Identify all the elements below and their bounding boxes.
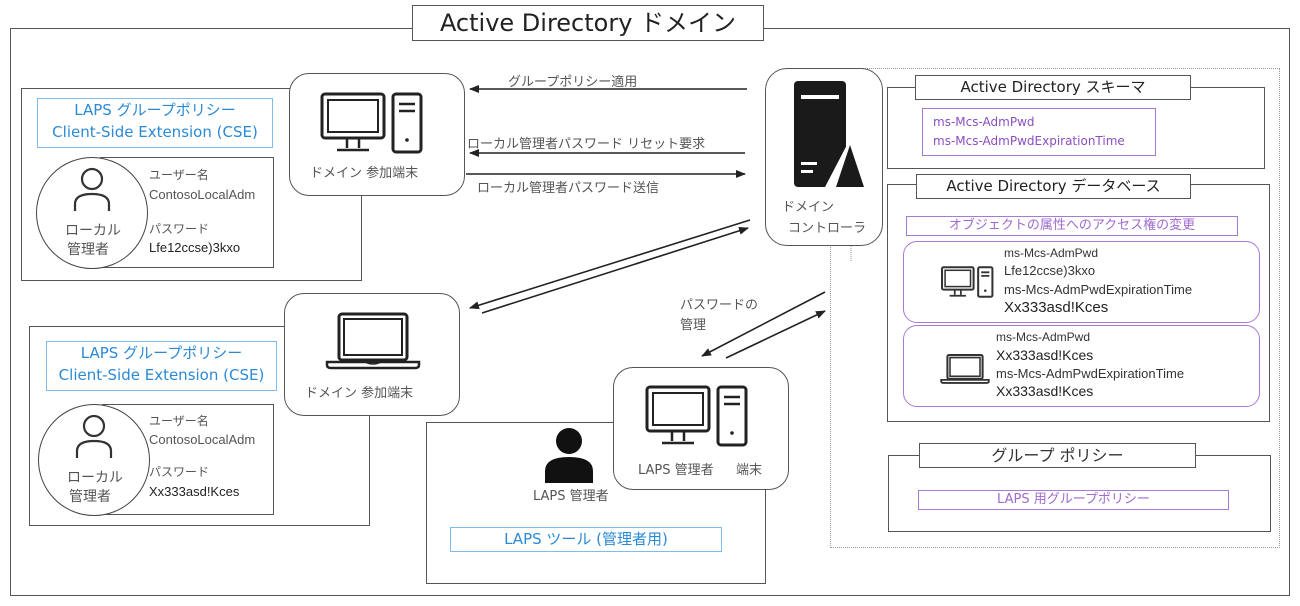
laps-tool-label: LAPS ツール (管理者用) xyxy=(504,530,668,548)
label-password-manage-1: パスワードの xyxy=(680,298,759,313)
database-title: Active Directory データベース xyxy=(916,174,1191,199)
client2-cse-line1: LAPS グループポリシー xyxy=(80,344,243,362)
db-record-laptop: ms-Mcs-AdmPwd Xx333asd!Kces ms-Mcs-AdmPw… xyxy=(903,325,1260,407)
label-password-manage-2: 管理 xyxy=(680,318,707,333)
desktop-pc-icon xyxy=(320,92,423,154)
client1-device: ドメイン 参加端末 xyxy=(289,73,465,196)
client2-cse-line2: Client-Side Extension (CSE) xyxy=(58,366,265,384)
client2-cse-box: LAPS グループポリシー Client-Side Extension (CSE… xyxy=(46,341,277,391)
person-outline-icon xyxy=(75,414,113,458)
client1-local-admin-avatar: ローカル 管理者 xyxy=(36,157,148,269)
db-record2-value1: Xx333asd!Kces xyxy=(996,347,1094,363)
laps-admin-person-label: LAPS 管理者 xyxy=(533,489,609,504)
db-record-desktop: ms-Mcs-AdmPwd Lfe12ccse)3kxo ms-Mcs-AdmP… xyxy=(903,241,1260,323)
db-record1-attr2: ms-Mcs-AdmPwdExpirationTime xyxy=(1004,282,1193,297)
client1-cse-line1: LAPS グループポリシー xyxy=(74,101,236,119)
client2-username-label: ユーザー名 xyxy=(149,414,209,428)
domain-controller: ドメイン コントローラ xyxy=(765,68,883,246)
client1-cse-box: LAPS グループポリシー Client-Side Extension (CSE… xyxy=(37,98,273,148)
client1-password-label: パスワード xyxy=(149,222,210,236)
client1-device-label: ドメイン 参加端末 xyxy=(310,166,419,181)
ad-store-area xyxy=(830,68,1280,548)
client2-role-line2: 管理者 xyxy=(69,489,111,505)
db-record2-attr2: ms-Mcs-AdmPwdExpirationTime xyxy=(996,366,1185,381)
client1-cse-line2: Client-Side Extension (CSE) xyxy=(52,123,258,141)
laps-admin-device-label-2: 端末 xyxy=(736,463,763,478)
db-record2-value2: Xx333asd!Kces xyxy=(996,383,1094,399)
person-outline-icon xyxy=(73,167,111,211)
dc-label-line1: ドメイン xyxy=(782,200,835,215)
page-title: Active Directory ドメイン xyxy=(412,5,764,41)
client2-role-line1: ローカル xyxy=(67,470,123,486)
db-record1-attr1: ms-Mcs-AdmPwd xyxy=(1004,246,1099,260)
client1-role-line2: 管理者 xyxy=(67,242,109,258)
desktop-pc-icon xyxy=(645,385,748,447)
client1-role-line1: ローカル xyxy=(65,223,121,239)
group-policy-title: グループ ポリシー xyxy=(919,443,1196,468)
laps-group-policy-item: LAPS 用グループポリシー xyxy=(918,490,1229,510)
laps-admin-device-label-1: LAPS 管理者 xyxy=(638,463,714,478)
db-record1-value1: Lfe12ccse)3kxo xyxy=(1004,263,1096,278)
laps-tool-box: LAPS ツール (管理者用) xyxy=(450,527,722,552)
laptop-icon xyxy=(325,312,421,370)
db-record1-value2: Xx333asd!Kces xyxy=(1004,299,1109,316)
server-icon xyxy=(794,81,864,189)
client1-username-label: ユーザー名 xyxy=(149,168,209,182)
desktop-pc-icon xyxy=(941,266,994,298)
label-password-send: ローカル管理者パスワード送信 xyxy=(477,181,660,196)
label-gpo-apply: グループポリシー適用 xyxy=(508,75,638,90)
client1-username-value: ContosoLocalAdm xyxy=(149,187,256,202)
laps-admin-device: LAPS 管理者 端末 xyxy=(613,367,789,490)
client2-device: ドメイン 参加端末 xyxy=(284,293,460,416)
client2-password-label: パスワード xyxy=(149,465,210,479)
dc-label-line2: コントローラ xyxy=(788,221,867,236)
client2-device-label: ドメイン 参加端末 xyxy=(305,386,414,401)
schema-attributes-box: ms-Mcs-AdmPwd ms-Mcs-AdmPwdExpirationTim… xyxy=(922,108,1156,156)
client2-username-value: ContosoLocalAdm xyxy=(149,432,256,447)
client2-local-admin-avatar: ローカル 管理者 xyxy=(38,404,150,516)
schema-title: Active Directory スキーマ xyxy=(915,75,1191,100)
schema-attr-1: ms-Mcs-AdmPwd xyxy=(933,115,1035,129)
client2-password-value: Xx333asd!Kces xyxy=(149,484,240,499)
laptop-icon xyxy=(940,354,990,384)
person-filled-icon xyxy=(545,428,593,483)
db-record2-attr1: ms-Mcs-AdmPwd xyxy=(996,330,1091,344)
schema-attr-2: ms-Mcs-AdmPwdExpirationTime xyxy=(933,134,1125,148)
label-reset-request: ローカル管理者パスワード リセット要求 xyxy=(467,137,706,152)
access-change-box: オブジェクトの属性へのアクセス権の変更 xyxy=(906,216,1238,236)
client1-password-value: Lfe12ccse)3kxo xyxy=(149,240,241,255)
